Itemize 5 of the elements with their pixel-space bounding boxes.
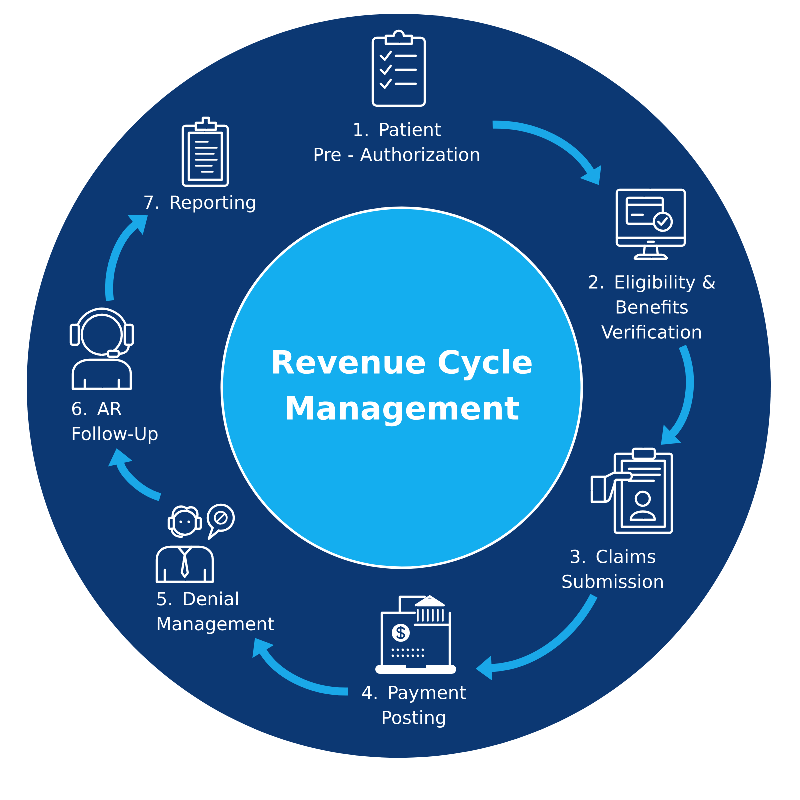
step-label: 5. Denial Management (158, 592, 274, 634)
step-label: 1. Patient Pre - Authorization (314, 122, 480, 162)
step-label: 4. Payment Posting (362, 686, 466, 728)
step-label: 6. AR Follow-Up (72, 402, 158, 444)
step-label: 2. Eligibility & Benefits Verification (589, 275, 716, 339)
